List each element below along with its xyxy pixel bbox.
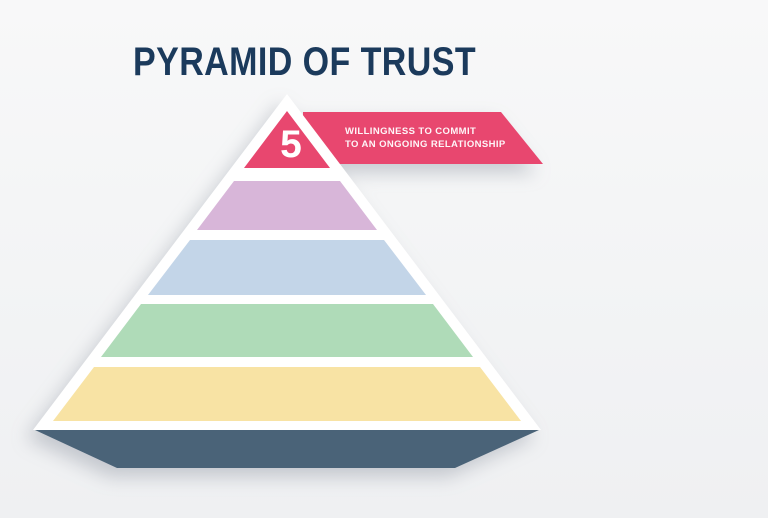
page-title: PYRAMID OF TRUST	[133, 40, 477, 84]
pyramid-base	[35, 430, 539, 468]
level-5-number: 5	[280, 123, 302, 166]
pyramid-level-4	[197, 181, 377, 230]
banner-label-line2: TO AN ONGOING RELATIONSHIP	[345, 139, 506, 150]
level-5-banner-ribbon	[303, 112, 543, 164]
pyramid-level-2	[101, 304, 473, 357]
pyramid-level-3	[148, 240, 426, 295]
pyramid-level-1	[53, 367, 521, 421]
pyramid-level-5	[244, 111, 330, 168]
banner-label-line1: WILLINGNESS TO COMMIT	[345, 126, 476, 137]
